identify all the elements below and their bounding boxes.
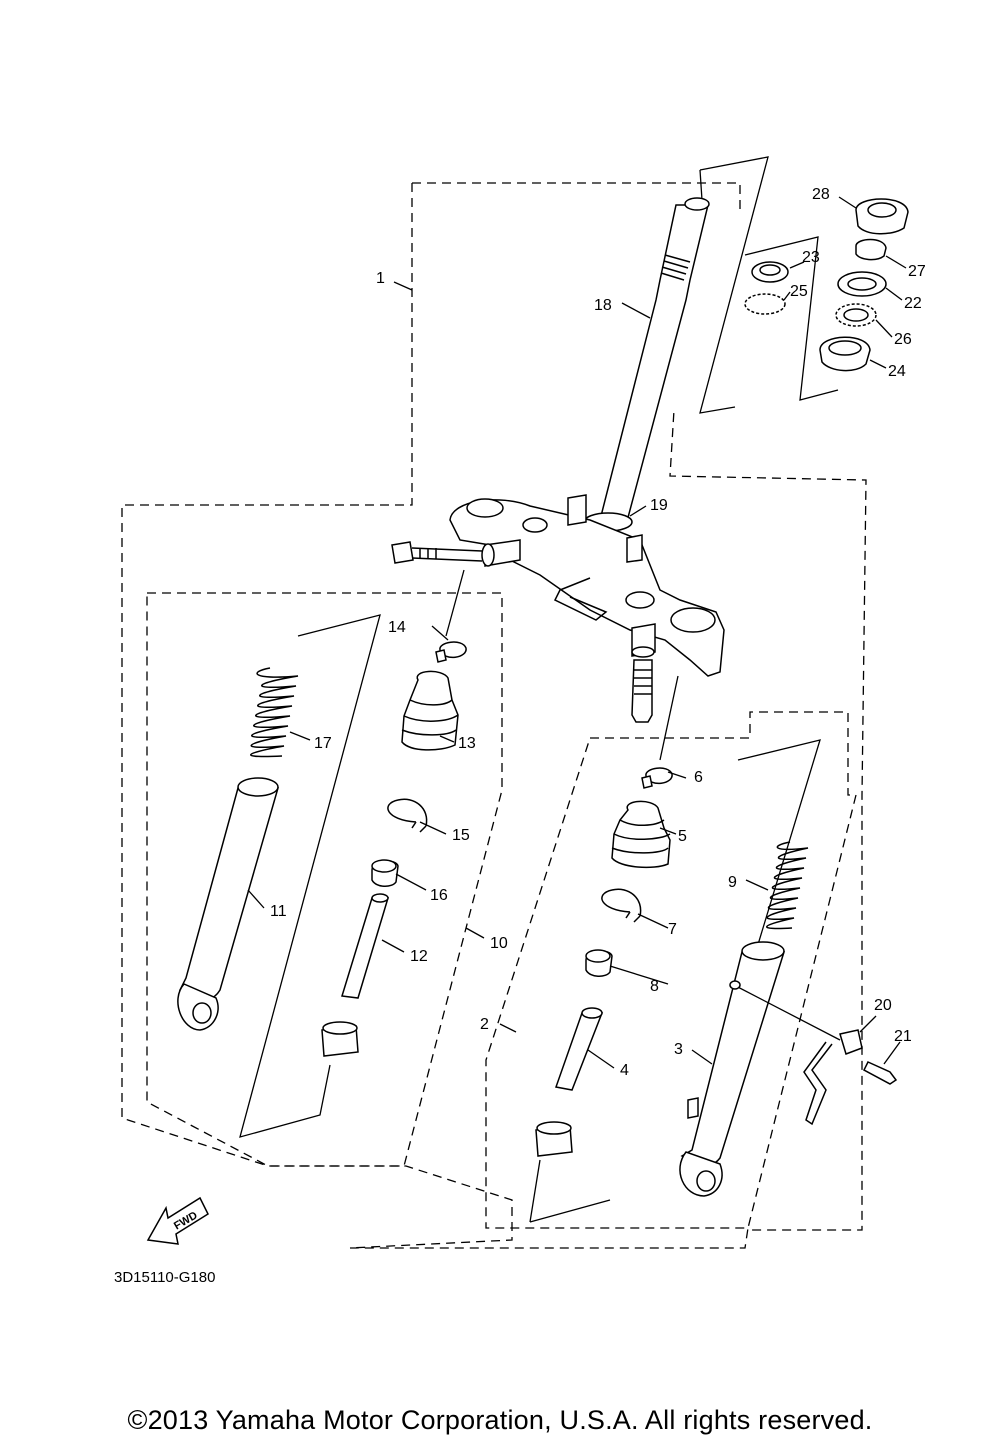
- label-1: 1: [376, 270, 385, 287]
- spring-17: [250, 667, 299, 758]
- group-outlines: [121, 182, 867, 1249]
- right-fork: [529, 675, 898, 1223]
- label-8: 8: [650, 978, 659, 995]
- label-16: 16: [430, 887, 448, 904]
- left-fork: [177, 569, 467, 1138]
- label-24: 24: [888, 363, 906, 380]
- pinch-bolts: [391, 541, 653, 723]
- label-13: 13: [458, 735, 476, 752]
- copyright-notice: ©2013 Yamaha Motor Corporation, U.S.A. A…: [127, 1405, 873, 1435]
- label-15: 15: [452, 827, 470, 844]
- label-20: 20: [874, 997, 892, 1014]
- label-2: 2: [480, 1016, 489, 1033]
- label-21: 21: [894, 1028, 912, 1045]
- label-19: 19: [650, 497, 668, 514]
- leader-lines: [247, 196, 907, 1069]
- label-26: 26: [894, 331, 912, 348]
- label-27: 27: [908, 263, 926, 280]
- label-18: 18: [594, 297, 612, 314]
- under-bracket: [449, 494, 725, 677]
- label-28: 28: [812, 186, 830, 203]
- label-23: 23: [802, 249, 820, 266]
- part-labels: 1 2 3 4 5 6 7 8 9 10 11 12 13 14 15 16 1…: [270, 186, 926, 1079]
- label-9: 9: [728, 874, 737, 891]
- fwd-arrow-icon: FWD: [146, 1196, 209, 1245]
- label-17: 17: [314, 735, 332, 752]
- bearing-stack: [744, 198, 909, 372]
- drawing-code: 3D15110-G180: [114, 1269, 215, 1286]
- label-11: 11: [270, 903, 287, 920]
- label-5: 5: [678, 828, 687, 845]
- label-25: 25: [790, 283, 808, 300]
- bearing-bracket: [699, 156, 839, 414]
- label-7: 7: [668, 921, 677, 938]
- label-22: 22: [904, 295, 922, 312]
- label-6: 6: [694, 769, 703, 786]
- label-12: 12: [410, 948, 428, 965]
- label-3: 3: [674, 1041, 683, 1058]
- label-10: 10: [490, 935, 508, 952]
- label-4: 4: [620, 1062, 629, 1079]
- label-14: 14: [388, 619, 406, 636]
- steering-stem: [583, 197, 710, 532]
